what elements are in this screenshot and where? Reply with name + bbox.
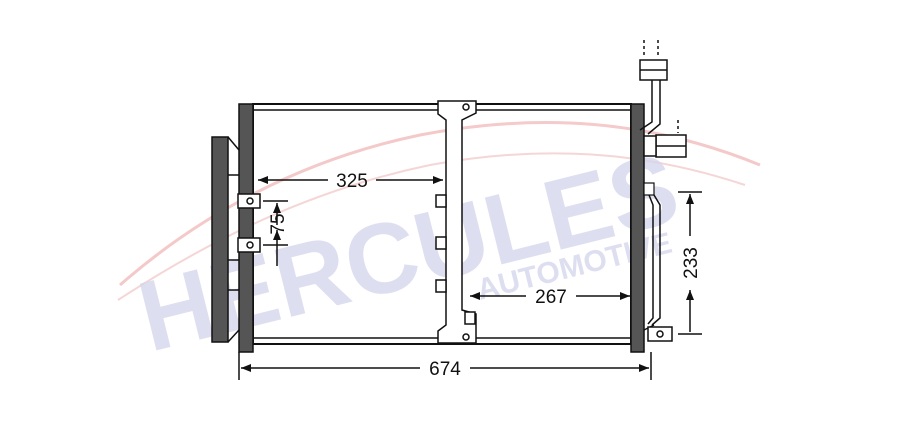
mounting-tab-lower [237, 237, 261, 253]
dim-overall-width [238, 352, 652, 380]
dim-left-to-bracket-label: 325 [336, 171, 368, 192]
dim-overall-width-label: 674 [429, 359, 461, 380]
middle-fitting [643, 120, 687, 158]
dim-pipe-height [678, 191, 702, 335]
left-tank [211, 103, 254, 353]
dim-mount-spacing [263, 200, 288, 266]
watermark-swoosh [119, 121, 761, 287]
upper-fitting [639, 40, 668, 81]
lower-fitting [647, 326, 673, 342]
dim-mount-spacing-label: 75 [268, 213, 289, 234]
mounting-tab-upper [237, 193, 261, 209]
right-tank [630, 103, 655, 353]
center-bracket [435, 100, 477, 344]
dim-pipe-height-label: 233 [681, 247, 702, 279]
dim-bracket-to-right-label: 267 [535, 287, 567, 308]
